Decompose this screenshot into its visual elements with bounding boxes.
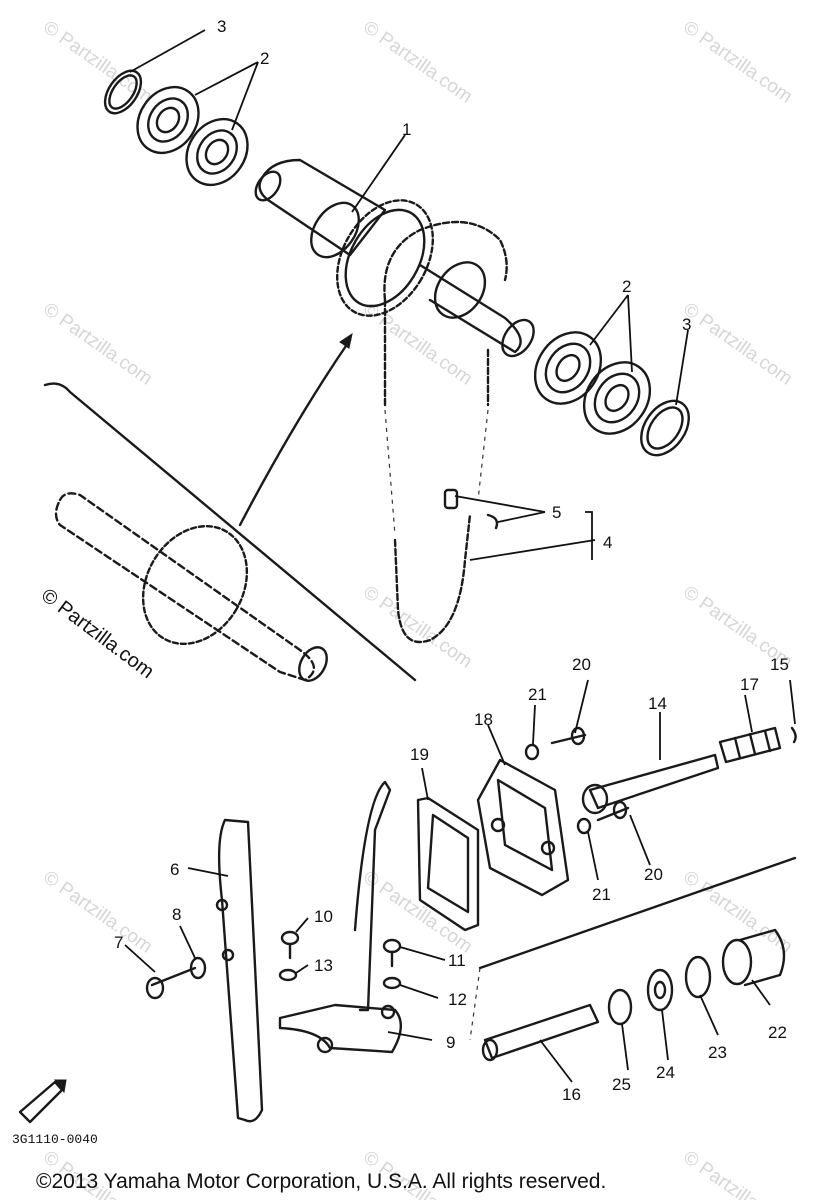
cam-chain-lower xyxy=(393,513,472,644)
bearing-lower-2 xyxy=(582,361,652,435)
chain-guide-rear xyxy=(353,780,392,1012)
cam-sprocket xyxy=(336,199,434,317)
watermark: © Partzilla.com xyxy=(39,867,156,958)
part-label-22: 22 xyxy=(768,1023,787,1042)
part-label-16: 16 xyxy=(562,1085,581,1104)
side-watermark: © Partzilla.com xyxy=(37,584,158,683)
part-label-19: 19 xyxy=(410,745,429,764)
part-label-5: 5 xyxy=(552,503,561,522)
watermark: © Partzilla.com xyxy=(359,17,476,108)
watermark: © Partzilla.com xyxy=(359,582,476,673)
watermark: © Partzilla.com xyxy=(679,867,796,958)
part-label-25: 25 xyxy=(612,1075,631,1094)
chain-guide-line-left xyxy=(384,409,396,536)
part-labels: 3 2 1 2 3 5 4 6 7 8 9 10 13 11 12 14 15 … xyxy=(114,17,789,1104)
watermark: © Partzilla.com xyxy=(679,299,796,390)
part-label-20: 20 xyxy=(572,655,591,674)
clip-15 xyxy=(790,726,797,744)
part-label-2: 2 xyxy=(622,277,631,296)
watermark: © Partzilla.com xyxy=(359,299,476,390)
part-label-13: 13 xyxy=(314,956,333,975)
part-label-20: 20 xyxy=(644,865,663,884)
plunger xyxy=(481,1003,600,1062)
bolt-10 xyxy=(280,930,300,960)
part-label-10: 10 xyxy=(314,907,333,926)
plunger-axis-dash xyxy=(469,967,481,1041)
part-label-21: 21 xyxy=(592,885,611,904)
spring xyxy=(718,726,782,764)
chain-joint-link xyxy=(443,488,499,530)
part-label-14: 14 xyxy=(648,694,667,713)
bolt-11 xyxy=(382,938,402,968)
watermark: © Partzilla.com xyxy=(679,1147,796,1200)
part-label-4: 4 xyxy=(603,533,612,552)
bolt-20-upper xyxy=(550,726,587,746)
circlip-lower xyxy=(640,399,690,457)
washer-12 xyxy=(382,976,402,990)
bolt-7 xyxy=(145,966,197,1000)
washer-24 xyxy=(646,968,674,1012)
bolt-20-lower xyxy=(596,800,630,822)
cam-chain-upper xyxy=(383,220,508,407)
part-label-8: 8 xyxy=(172,905,181,924)
part-label-23: 23 xyxy=(708,1043,727,1062)
tensioner-body xyxy=(476,758,570,897)
part-label-15: 15 xyxy=(770,655,789,674)
circlip-upper xyxy=(103,69,143,115)
circlip-25 xyxy=(607,988,633,1026)
part-label-9: 9 xyxy=(446,1033,455,1052)
gasket-19 xyxy=(416,796,480,932)
part-label-24: 24 xyxy=(656,1063,675,1082)
plunger-axis-line xyxy=(478,856,797,970)
diagram-code: 3G1110-0040 xyxy=(12,1132,98,1147)
washer-21-upper xyxy=(524,743,540,761)
chain-guide-line-right xyxy=(477,409,489,501)
tensioner-arm xyxy=(278,1003,402,1054)
part-label-21: 21 xyxy=(528,685,547,704)
leader-lines xyxy=(124,29,796,1083)
cap-22 xyxy=(721,928,786,987)
crankshaft-inset xyxy=(43,332,417,682)
chain-guide-front xyxy=(215,818,264,1123)
part-label-18: 18 xyxy=(474,710,493,729)
part-label-7: 7 xyxy=(114,933,123,952)
bearing-upper-2 xyxy=(185,117,249,187)
washer-21-lower xyxy=(576,817,592,835)
watermark: © Partzilla.com xyxy=(39,299,156,390)
o-ring-23 xyxy=(684,955,712,999)
part-label-1: 1 xyxy=(402,120,411,139)
push-rod xyxy=(581,753,720,815)
part-label-11: 11 xyxy=(448,951,466,970)
washer-13 xyxy=(278,968,298,982)
part-label-17: 17 xyxy=(740,675,759,694)
part-label-2: 2 xyxy=(260,49,269,68)
part-label-3: 3 xyxy=(682,315,691,334)
bearing-upper-1 xyxy=(136,85,200,155)
part-label-6: 6 xyxy=(170,860,179,879)
part-label-12: 12 xyxy=(448,990,467,1009)
watermark: © Partzilla.com xyxy=(679,17,796,108)
watermark: © Partzilla.com xyxy=(359,867,476,958)
front-arrow-icon xyxy=(18,1079,67,1124)
copyright-notice: ©2013 Yamaha Motor Corporation, U.S.A. A… xyxy=(36,1170,606,1193)
part-label-3: 3 xyxy=(217,17,226,36)
washer-8 xyxy=(189,956,207,980)
bearing-lower-1 xyxy=(533,331,603,405)
camshaft xyxy=(254,158,535,358)
watermark-layer: © Partzilla.com © Partzilla.com © Partzi… xyxy=(39,17,796,1200)
